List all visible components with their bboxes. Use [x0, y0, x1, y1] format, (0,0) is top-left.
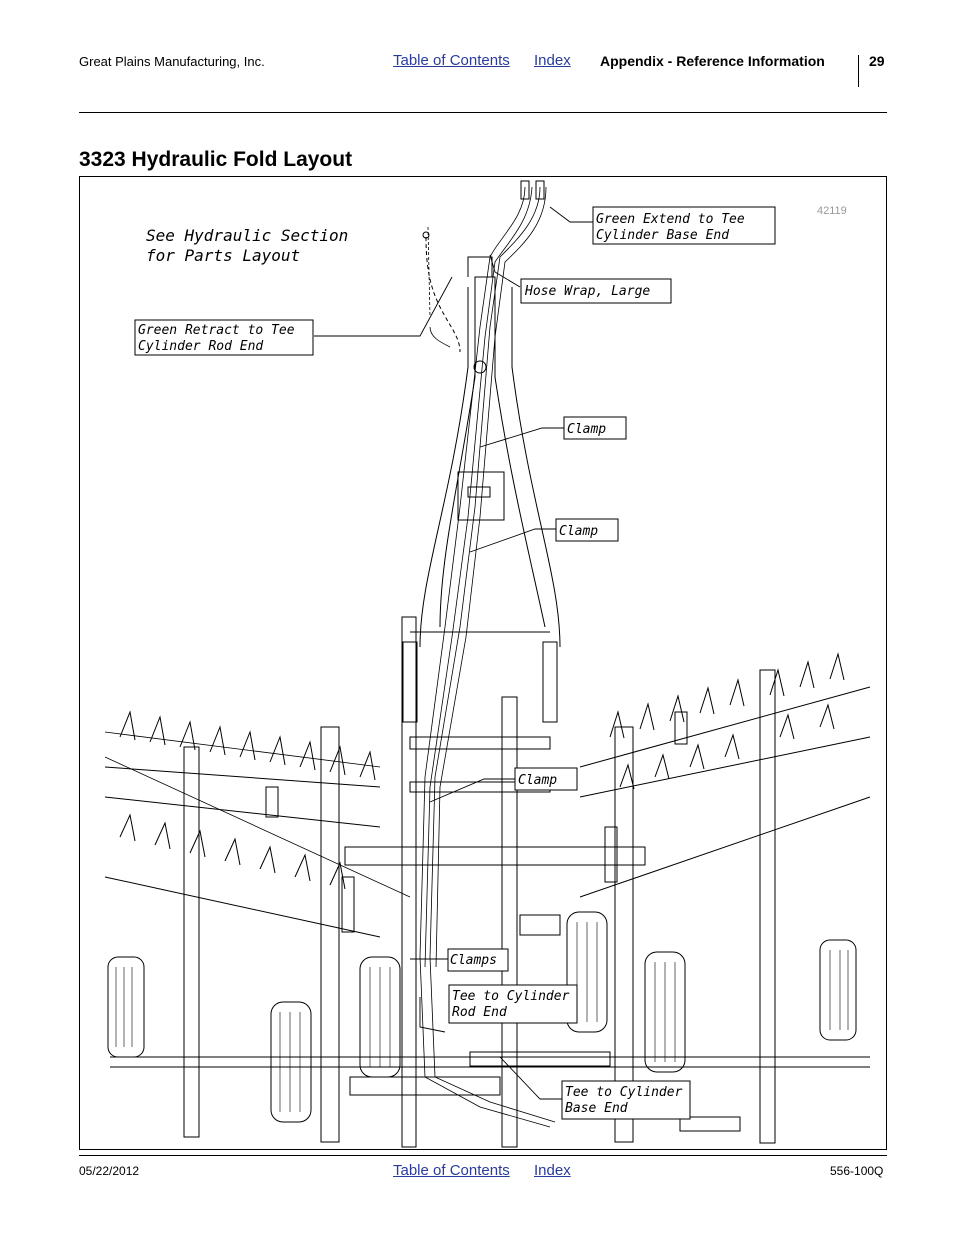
callout-hose-wrap: Hose Wrap, Large	[520, 278, 672, 304]
page-number: 29	[869, 53, 885, 69]
diagram-svg: 42119 See Hydraulic Section for Parts La…	[104, 180, 871, 1148]
callout-text: Tee to Cylinder	[565, 1085, 683, 1100]
callout-text: Clamp	[559, 524, 598, 539]
callout-text: Clamps	[450, 953, 497, 968]
fold-cylinders	[341, 826, 741, 1132]
header-divider	[858, 55, 859, 87]
callout-text: Hose Wrap, Large	[524, 284, 650, 299]
section-title: Appendix - Reference Information	[600, 53, 825, 69]
leader-lines	[314, 206, 593, 1100]
callout-clamp-lower: Clamp	[514, 767, 578, 791]
callout-green-extend: Green Extend to Tee Cylinder Base End	[592, 206, 776, 245]
note-line-1: See Hydraulic Section	[146, 226, 348, 245]
machine-drawing	[104, 180, 871, 1148]
callout-text: Green Retract to Tee	[138, 323, 295, 338]
footer-table-of-contents-link[interactable]: Table of Contents	[393, 1162, 510, 1179]
callout-green-retract: Green Retract to Tee Cylinder Rod End	[134, 319, 314, 356]
document-number: 556-100Q	[830, 1164, 884, 1178]
tires	[107, 911, 857, 1123]
note-line-2: for Parts Layout	[146, 246, 300, 265]
cross-members	[110, 631, 870, 1096]
hose-couplers	[520, 180, 545, 200]
callout-tee-rod: Tee to Cylinder Rod End	[448, 984, 578, 1024]
parts-layout-note: See Hydraulic Section for Parts Layout	[146, 226, 348, 265]
footer-rule	[79, 1155, 887, 1156]
frame-posts	[183, 616, 776, 1148]
callout-text: Base End	[565, 1101, 628, 1116]
table-of-contents-link[interactable]: Table of Contents	[393, 52, 510, 69]
right-wing-hoe	[579, 652, 871, 898]
callout-clamp-upper: Clamp	[563, 416, 627, 440]
callout-clamp-mid: Clamp	[555, 518, 619, 542]
left-wing-hoe	[104, 710, 411, 938]
hydraulic-hoses	[419, 186, 556, 1128]
callout-text: Cylinder Base End	[596, 228, 729, 243]
safety-chain	[422, 231, 461, 353]
callout-text: Clamp	[518, 773, 557, 788]
callout-text: Green Extend to Tee	[596, 212, 745, 227]
hitch-tongue	[419, 256, 561, 648]
footer-date: 05/22/2012	[79, 1164, 140, 1178]
callout-text: Tee to Cylinder	[452, 989, 570, 1004]
callout-clamps: Clamps	[447, 948, 509, 972]
callout-text: Cylinder Rod End	[138, 339, 263, 354]
callout-tee-base: Tee to Cylinder Base End	[561, 1080, 691, 1120]
figure-number: 42119	[817, 205, 847, 217]
company-name: Great Plains Manufacturing, Inc.	[79, 54, 265, 69]
callout-text: Rod End	[452, 1005, 507, 1020]
footer-index-link[interactable]: Index	[534, 1162, 571, 1179]
callout-text: Clamp	[567, 422, 606, 437]
index-link[interactable]: Index	[534, 52, 571, 69]
page-title: 3323 Hydraulic Fold Layout	[79, 148, 353, 171]
header-rule	[79, 112, 887, 113]
hydraulic-fold-diagram: 42119 See Hydraulic Section for Parts La…	[79, 176, 887, 1150]
